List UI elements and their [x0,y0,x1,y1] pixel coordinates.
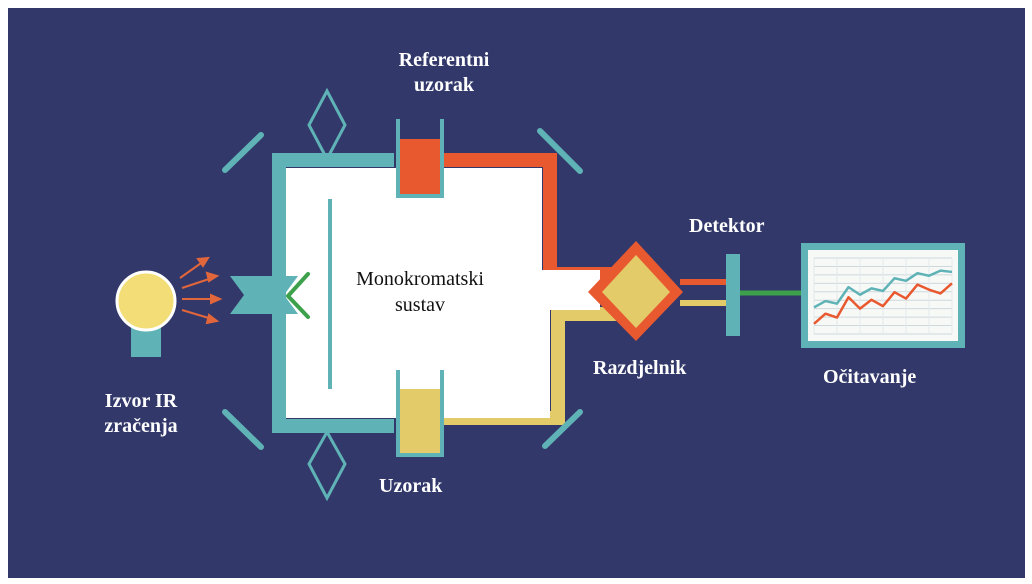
chart-series [813,269,953,325]
beam-splitter-icon [588,241,683,341]
detector-label: Detektor [689,215,765,237]
sample-cuvette [398,389,442,453]
mirror-icon [222,128,583,450]
entrance-slit-icon [230,276,298,314]
detector-icon [726,254,740,336]
monochromator-box [286,168,600,418]
ir-source-label: Izvor IR zračenja [104,390,178,437]
reference-sample-label: Referentni uzorak [398,49,490,96]
diagram-canvas: Referentni uzorak Monokromatski sustav D… [8,8,1025,578]
reference-cuvette [398,139,442,194]
reference-cuvette-holder [396,119,444,198]
ir-spectrometer-diagram [115,87,965,502]
ir-lamp-icon [115,270,177,332]
sample-cuvette-holder [396,370,444,457]
readout-label: Očitavanje [823,366,917,388]
splitter-label: Razdjelnik [593,357,687,379]
chart-series-line-1 [813,269,953,309]
prism-icon [307,87,347,502]
radiation-arrows-icon [179,256,223,325]
chart-series-line-2 [813,282,953,325]
monochromator-label: Monokromatski sustav [356,268,484,316]
sample-label: Uzorak [379,475,443,497]
entrance-grating-icon [286,272,310,319]
